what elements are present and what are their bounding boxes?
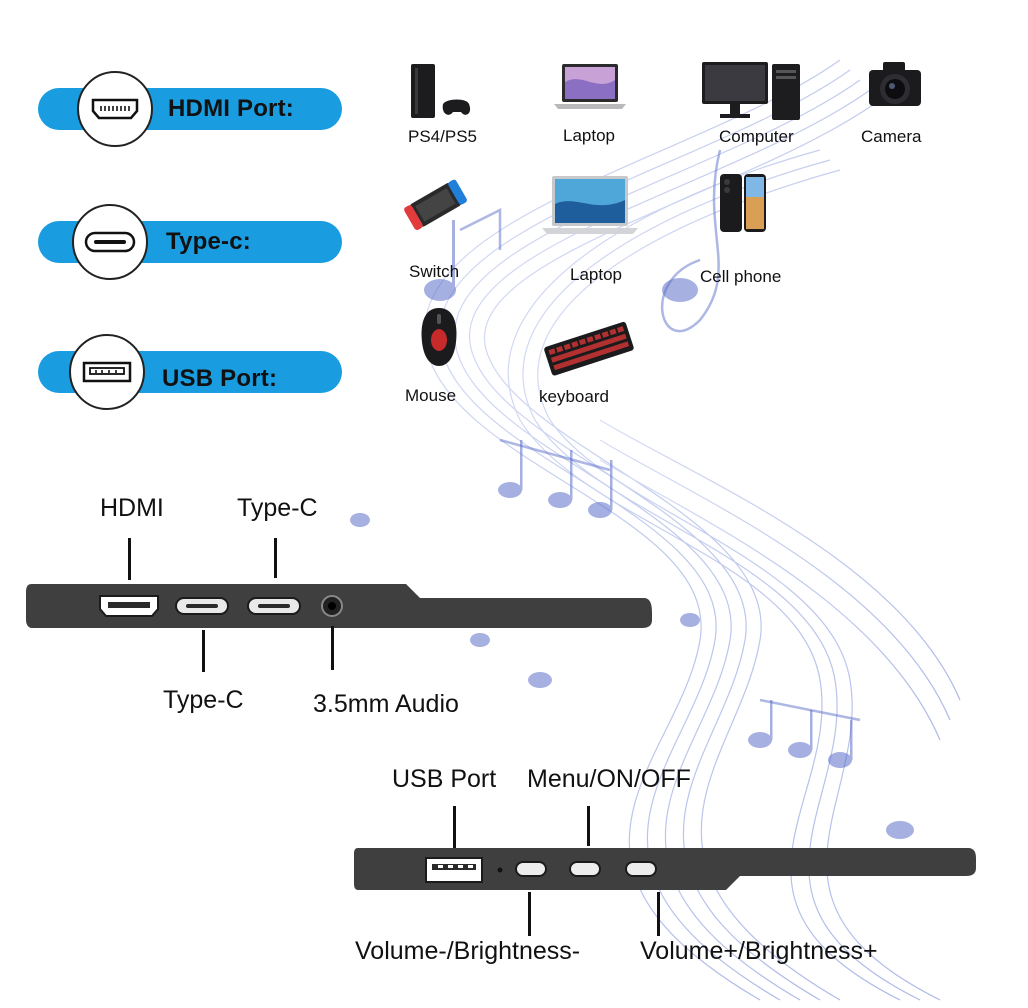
label-volume-plus: Volume+/Brightness+ xyxy=(640,937,878,965)
label-volume-minus: Volume-/Brightness- xyxy=(355,937,581,965)
typec-port-label: Type-c: xyxy=(166,228,251,255)
monitor-side-view-buttons xyxy=(354,848,976,890)
leader-typec-top xyxy=(274,538,277,578)
device-label-laptop-2: Laptop xyxy=(570,265,622,284)
monitor-side-view-ports xyxy=(26,584,652,628)
camera-icon xyxy=(869,62,921,106)
switch-console-icon xyxy=(404,179,467,231)
typec-port-circle xyxy=(72,204,148,280)
leader-volume-plus xyxy=(657,892,660,936)
label-audio: 3.5mm Audio xyxy=(313,690,459,718)
device-label-cell-phone: Cell phone xyxy=(700,267,782,286)
label-typec-top: Type-C xyxy=(237,494,318,522)
leader-volume-minus xyxy=(528,892,531,936)
label-usb-port: USB Port xyxy=(392,765,497,793)
leader-typec-bottom xyxy=(202,630,205,672)
device-label-mouse: Mouse xyxy=(405,386,457,405)
label-menu-on-off: Menu/ON/OFF xyxy=(527,765,691,793)
device-label-computer: Computer xyxy=(719,127,794,146)
device-label-keyboard: keyboard xyxy=(539,387,609,406)
device-label-switch: Switch xyxy=(409,262,460,281)
hdmi-port-circle xyxy=(77,71,153,147)
device-label-laptop-1: Laptop xyxy=(563,126,615,145)
leader-usb-port xyxy=(453,806,456,848)
device-label-ps: PS4/PS5 xyxy=(408,127,477,146)
usb-a-icon xyxy=(82,361,132,383)
laptop-icon xyxy=(542,176,638,234)
desktop-computer-icon xyxy=(702,62,800,120)
keyboard-icon xyxy=(544,321,634,376)
usb-c-icon xyxy=(84,231,136,253)
leader-audio xyxy=(331,626,334,670)
hdmi-icon xyxy=(91,98,139,120)
cell-phone-icon xyxy=(720,174,766,232)
label-hdmi: HDMI xyxy=(100,494,164,522)
leader-menu xyxy=(587,806,590,846)
ps-console-icon xyxy=(411,64,471,118)
usb-port-circle xyxy=(69,334,145,410)
usb-port-label: USB Port: xyxy=(162,365,278,392)
hdmi-port-label: HDMI Port: xyxy=(168,95,294,122)
mouse-icon xyxy=(421,308,457,366)
leader-hdmi xyxy=(128,538,131,580)
label-typec-bottom: Type-C xyxy=(163,686,244,714)
laptop-icon xyxy=(554,64,626,109)
device-label-camera: Camera xyxy=(861,127,922,146)
